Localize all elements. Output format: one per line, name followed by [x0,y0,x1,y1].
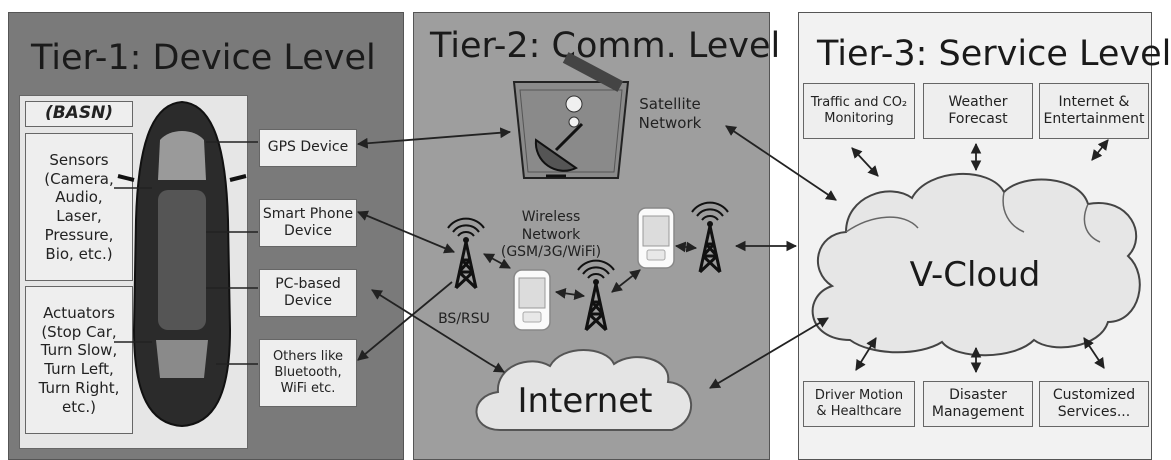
disaster-management-box: Disaster Management [923,381,1033,427]
bs-rsu-label: BS/RSU [438,311,490,327]
driver-motion-box: Driver Motion & Healthcare [803,381,915,427]
actuators-box: Actuators (Stop Car, Turn Slow, Turn Lef… [25,286,133,434]
cloud-icon: Internet [475,349,692,431]
tier1-title: Tier-1: Device Level [31,38,376,78]
cloud-icon: V-Cloud [811,173,1141,357]
car-icon [117,100,247,428]
wireless-network-label: Wireless Network (GSM/3G/WiFi) [500,209,602,260]
basn-label: (BASN) [25,101,133,127]
weather-forecast-box: Weather Forecast [923,83,1033,139]
traffic-co2-box: Traffic and CO₂ Monitoring [803,83,915,139]
satellite-network-label: Satellite Network [638,95,702,132]
connection-arrows [356,125,1109,389]
sensors-box: Sensors (Camera, Audio, Laser, Pressure,… [25,133,133,281]
tower-icon [446,217,486,290]
tier1-connectors [114,141,258,365]
internet-entertainment-box: Internet & Entertainment [1039,83,1149,139]
tier2-title: Tier-2: Comm. Level [430,26,781,66]
tower-icon [690,201,730,274]
customized-services-box: Customized Services... [1039,381,1149,427]
v-cloud-label: V-Cloud [910,255,1041,295]
tier3-title: Tier-3: Service Level [817,34,1171,74]
phone-icon [513,269,551,331]
phone-icon [637,207,675,269]
smart-phone-device-box: Smart Phone Device [259,199,357,247]
internet-label: Internet [517,381,652,421]
others-device-box: Others like Bluetooth, WiFi etc. [259,339,357,407]
gps-device-box: GPS Device [259,129,357,167]
pc-based-device-box: PC-based Device [259,269,357,317]
satellite-dish-icon [512,52,630,179]
